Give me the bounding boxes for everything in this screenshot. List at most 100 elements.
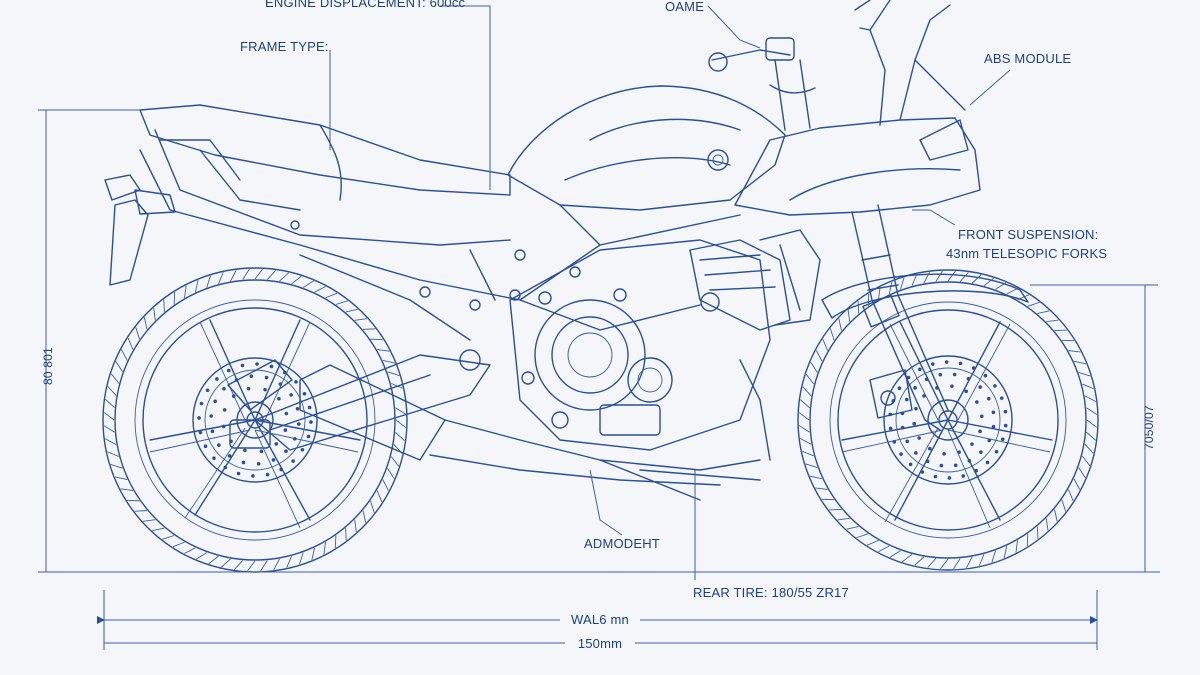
disc-hole xyxy=(938,372,943,377)
disc-hole xyxy=(952,372,957,377)
tread-mark xyxy=(218,272,224,284)
abs-module-label: ABS MODULE xyxy=(984,51,1071,66)
tread-mark xyxy=(1061,499,1067,512)
front-suspension-label: FRONT SUSPENSION: xyxy=(958,227,1098,242)
tread-mark xyxy=(143,317,148,330)
disc-hole xyxy=(284,411,289,416)
engine xyxy=(509,229,821,451)
disc-hole xyxy=(1003,409,1008,414)
tread-mark xyxy=(1046,319,1059,323)
disc-hole xyxy=(231,394,236,398)
disc-hole xyxy=(983,373,988,378)
tread-mark xyxy=(837,517,850,521)
swingarm xyxy=(254,349,491,451)
disc-hole xyxy=(243,448,247,453)
tread-mark xyxy=(291,275,302,285)
oame-label: OAME xyxy=(665,0,704,14)
disc-hole xyxy=(991,410,996,415)
tread-mark xyxy=(382,359,395,364)
tread-mark xyxy=(206,275,211,288)
disc-hole xyxy=(274,442,279,446)
disc-hole xyxy=(947,476,952,480)
disc-hole xyxy=(246,386,251,391)
tread-mark xyxy=(382,479,389,491)
tread-mark xyxy=(107,386,117,396)
tread-mark xyxy=(847,309,851,322)
disc-hole xyxy=(309,420,313,424)
tread-mark xyxy=(387,371,400,376)
tread-mark xyxy=(325,292,338,299)
tread-mark xyxy=(878,287,881,300)
tread-mark xyxy=(1086,419,1098,428)
disc-hole xyxy=(278,382,283,386)
tread-mark xyxy=(991,550,996,563)
tread-mark xyxy=(362,510,367,523)
tread-mark xyxy=(208,555,219,565)
disc-hole xyxy=(217,443,221,447)
admodeht-label: ADMODEHT xyxy=(584,536,660,551)
disc-hole xyxy=(944,360,949,364)
tread-mark xyxy=(829,328,835,341)
disc-hole xyxy=(991,424,996,429)
tread-mark xyxy=(370,500,375,513)
disc-hole xyxy=(966,376,971,381)
disc-hole xyxy=(905,439,910,444)
tread-mark xyxy=(1081,455,1091,466)
tread-mark xyxy=(173,292,176,305)
left-height-dimension: 80 801 xyxy=(41,347,55,385)
tread-mark xyxy=(376,490,383,503)
tread-mark xyxy=(311,547,316,560)
tread-mark xyxy=(103,412,115,421)
disc-hole xyxy=(289,393,293,397)
tread-mark xyxy=(135,327,140,340)
tread-mark xyxy=(1073,360,1087,365)
tread-mark xyxy=(110,373,120,384)
tread-mark xyxy=(162,535,175,540)
tread-mark xyxy=(947,270,956,282)
engine-displacement-label: ENGINE DISPLACEMENT: 600cc xyxy=(265,0,466,10)
disc-hole xyxy=(240,363,245,368)
disc-hole xyxy=(1003,423,1008,428)
tread-mark xyxy=(1036,526,1039,539)
tread-mark xyxy=(153,307,156,321)
tread-mark xyxy=(194,280,199,293)
disc-hole xyxy=(209,414,213,418)
disc-hole xyxy=(975,400,979,404)
tread-mark xyxy=(390,456,400,467)
disc-hole xyxy=(212,456,216,460)
disc-hole xyxy=(961,474,966,478)
disc-hole xyxy=(223,465,228,470)
tread-mark xyxy=(127,499,140,502)
tread-mark xyxy=(230,269,237,282)
disc-hole xyxy=(924,377,929,382)
disc-hole xyxy=(942,451,946,456)
fuel-tank xyxy=(507,85,786,211)
tread-mark xyxy=(377,349,390,352)
disc-hole xyxy=(925,459,930,464)
tread-mark xyxy=(983,277,994,287)
rear-wheel xyxy=(102,267,408,573)
tread-mark xyxy=(940,558,949,570)
tread-mark xyxy=(107,451,119,457)
tread-mark xyxy=(395,431,405,441)
tread-mark xyxy=(935,270,943,282)
disc-hole xyxy=(302,391,307,396)
disc-hole xyxy=(1000,437,1005,442)
tread-mark xyxy=(914,556,925,566)
disc-hole xyxy=(958,361,963,366)
seat-and-tail xyxy=(104,104,511,286)
tread-mark xyxy=(196,552,208,560)
tread-mark xyxy=(1054,329,1067,332)
tread-mark xyxy=(911,274,918,286)
tread-mark xyxy=(809,475,823,480)
disc-hole xyxy=(293,436,297,441)
tread-mark xyxy=(362,328,376,330)
disc-hole xyxy=(265,472,270,477)
rear-tire-label: REAR TIRE: 180/55 ZR17 xyxy=(693,585,849,600)
tread-mark xyxy=(345,527,347,541)
disc-hole xyxy=(255,362,259,366)
disc-hole xyxy=(271,458,276,462)
disc-hole xyxy=(294,380,298,384)
tread-mark xyxy=(1073,478,1081,490)
